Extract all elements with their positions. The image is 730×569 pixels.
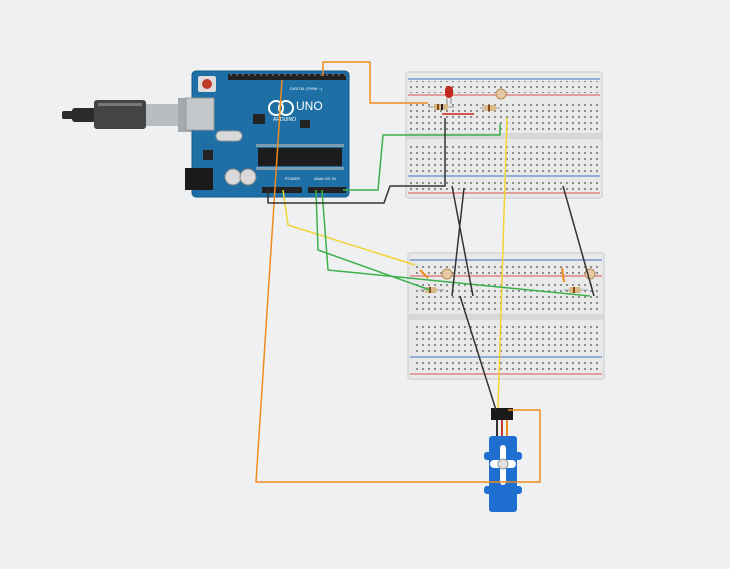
jumper-orange-1[interactable] xyxy=(419,269,429,279)
photoresistor-2[interactable] xyxy=(441,268,453,280)
wire-black-2[interactable] xyxy=(451,187,465,297)
wire-green-a1[interactable] xyxy=(321,189,591,297)
resistor-1[interactable] xyxy=(480,105,500,111)
arduino-uno-board[interactable]: ARDUINO UNO DIGITAL (PWM ~) ANALOG IN PO… xyxy=(185,70,350,198)
wire-black-gnd[interactable] xyxy=(267,118,446,204)
breadboard-bottom[interactable] xyxy=(407,252,605,380)
reset-button[interactable] xyxy=(202,79,212,89)
jumper-orange-2[interactable] xyxy=(561,267,565,283)
analog-header-label: ANALOG IN xyxy=(314,176,336,181)
usb-cable[interactable] xyxy=(62,98,196,132)
wire-green-a2[interactable] xyxy=(343,124,501,191)
wire-orange-servo[interactable] xyxy=(255,79,541,483)
brand-label: ARDUINO xyxy=(273,117,296,123)
resistor-3[interactable] xyxy=(564,287,588,293)
digital-header-label: DIGITAL (PWM ~) xyxy=(290,86,323,91)
photoresistor-1[interactable] xyxy=(495,88,507,100)
wire-black-servo-gnd[interactable] xyxy=(459,295,497,411)
power-header-label: POWER xyxy=(285,176,300,181)
servo-motor[interactable] xyxy=(484,408,522,512)
wire-black-3[interactable] xyxy=(562,185,595,297)
wire-yellow-servo-signal[interactable] xyxy=(497,117,508,409)
wire-yellow-a0[interactable] xyxy=(282,189,416,266)
wire-black-1[interactable] xyxy=(451,185,474,297)
wire-orange-led[interactable] xyxy=(322,61,428,104)
model-label: UNO xyxy=(296,99,323,113)
red-led[interactable] xyxy=(445,86,453,104)
resistor-led[interactable] xyxy=(428,104,454,110)
arduino-logo-icon xyxy=(268,100,284,116)
breadboard-top[interactable] xyxy=(405,71,603,199)
